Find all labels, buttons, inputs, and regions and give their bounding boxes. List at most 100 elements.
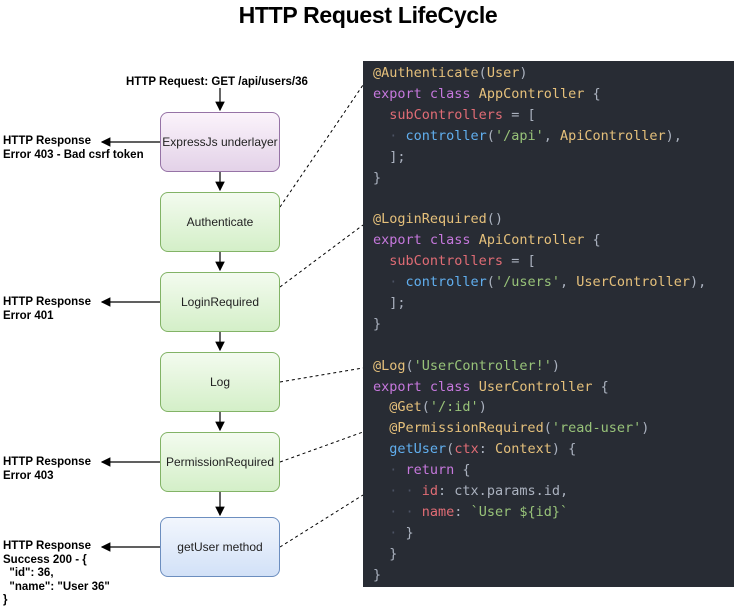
code-token: class: [429, 232, 479, 249]
code-line: export class ApiController {: [373, 230, 601, 251]
code-token: [373, 295, 389, 311]
code-token: ),: [665, 127, 682, 144]
code-token: '/:id': [429, 399, 479, 416]
code-line: ];: [373, 147, 406, 168]
code-line: getUser(ctx: Context) {: [373, 439, 576, 460]
code-line: @PermissionRequired('read-user'): [373, 418, 649, 439]
code-token: UserController: [576, 274, 691, 290]
node-expressjs: ExpressJs underlayer: [160, 112, 280, 172]
code-token: @Get: [389, 399, 422, 416]
code-token: @Authenticate: [373, 65, 479, 81]
diagram-title: HTTP Request LifeCycle: [238, 2, 498, 28]
code-line: · controller('/api', ApiController),: [373, 126, 682, 147]
code-token: [373, 149, 389, 165]
code-token: id: [421, 483, 439, 499]
code-token: {: [592, 232, 601, 249]
code-token: @PermissionRequired: [389, 420, 544, 437]
code-token: controller: [405, 274, 487, 290]
response-200: HTTP Response Success 200 - { "id": 36, …: [3, 540, 110, 606]
code-token: ),: [690, 274, 707, 290]
code-line: · · id: ctx.params.id,: [373, 481, 568, 502]
code-token: (: [543, 420, 552, 437]
code-token: [373, 399, 389, 415]
code-token: }: [373, 169, 382, 186]
code-token: subControllers: [389, 106, 504, 123]
code-token: = [: [503, 253, 536, 270]
code-line: }: [373, 565, 381, 586]
code-token: subControllers: [389, 253, 504, 270]
node-loginrequired: LoginRequired: [160, 272, 280, 332]
response-401: HTTP Response Error 401: [3, 296, 91, 322]
code-line: @Get('/:id'): [373, 397, 487, 418]
code-token: ·: [373, 524, 406, 541]
code-line: @LoginRequired(): [373, 209, 503, 230]
code-token: :: [478, 441, 495, 458]
code-line: }: [373, 544, 397, 565]
code-token: ·: [373, 274, 406, 290]
code-token: (: [486, 127, 495, 144]
code-token: export: [373, 232, 430, 249]
code-token: 'read-user': [551, 420, 642, 437]
dash-log: [279, 367, 364, 383]
code-line: subControllers = [: [373, 251, 536, 272]
dash-getuser: [279, 494, 364, 548]
code-line: subControllers = [: [373, 105, 536, 126]
code-line: export class AppController {: [373, 84, 601, 105]
code-token: class: [429, 85, 479, 102]
code-line: export class UserController {: [373, 377, 609, 398]
code-line: · return {: [373, 460, 470, 481]
code-token: (: [478, 65, 487, 81]
code-token: export: [373, 85, 430, 102]
code-token: }: [373, 315, 382, 332]
dash-permission: [279, 431, 364, 463]
code-token: {: [600, 378, 609, 395]
code-token: return: [405, 462, 463, 479]
code-token: ,: [543, 127, 560, 144]
code-token: UserController: [478, 378, 601, 395]
code-token: = [: [503, 106, 536, 123]
code-token: 'UserController!': [413, 357, 552, 374]
code-token: ,: [559, 274, 577, 290]
code-line: · }: [373, 523, 413, 544]
code-token: : ctx.params.id,: [438, 483, 569, 499]
code-token: ctx: [454, 441, 479, 458]
response-403: HTTP Response Error 403: [3, 456, 91, 482]
node-log: Log: [160, 352, 280, 412]
code-token: · ·: [373, 503, 422, 520]
node-authenticate: Authenticate: [160, 192, 280, 252]
code-token: ·: [373, 127, 406, 144]
code-token: export: [373, 378, 430, 395]
request-label: HTTP Request: GET /api/users/36: [126, 76, 308, 88]
code-token: controller: [405, 127, 487, 144]
code-token: (): [486, 211, 504, 228]
code-token: :: [454, 503, 471, 520]
code-token: }: [373, 566, 382, 583]
code-token: ): [519, 65, 528, 81]
code-token: [373, 420, 389, 436]
dash-authenticate: [279, 84, 364, 208]
code-token: [373, 441, 389, 457]
code-token: (: [486, 274, 495, 290]
code-token: getUser: [389, 441, 447, 458]
code-token: '/users': [494, 274, 560, 290]
code-token: ApiController: [559, 127, 666, 144]
code-token: ];: [389, 148, 406, 165]
code-line: }: [373, 168, 381, 189]
code-token: [373, 107, 389, 123]
code-token: Context: [494, 441, 552, 458]
code-token: `User ${id}`: [470, 503, 569, 520]
code-line: @Authenticate(User): [373, 63, 527, 84]
code-token: ): [478, 399, 487, 416]
code-token: (: [446, 441, 455, 458]
code-panel: @Authenticate(User)export class AppContr…: [363, 61, 734, 587]
code-token: AppController: [478, 85, 593, 102]
code-token: class: [429, 378, 479, 395]
code-line: ];: [373, 293, 406, 314]
code-token: ): [641, 420, 650, 437]
code-token: ];: [389, 294, 406, 311]
response-403-csrf: HTTP Response Error 403 - Bad csrf token: [3, 135, 144, 161]
node-getuser: getUser method: [160, 517, 280, 577]
code-token: ): [551, 357, 560, 374]
code-token: (: [405, 357, 414, 374]
code-line: }: [373, 314, 381, 335]
